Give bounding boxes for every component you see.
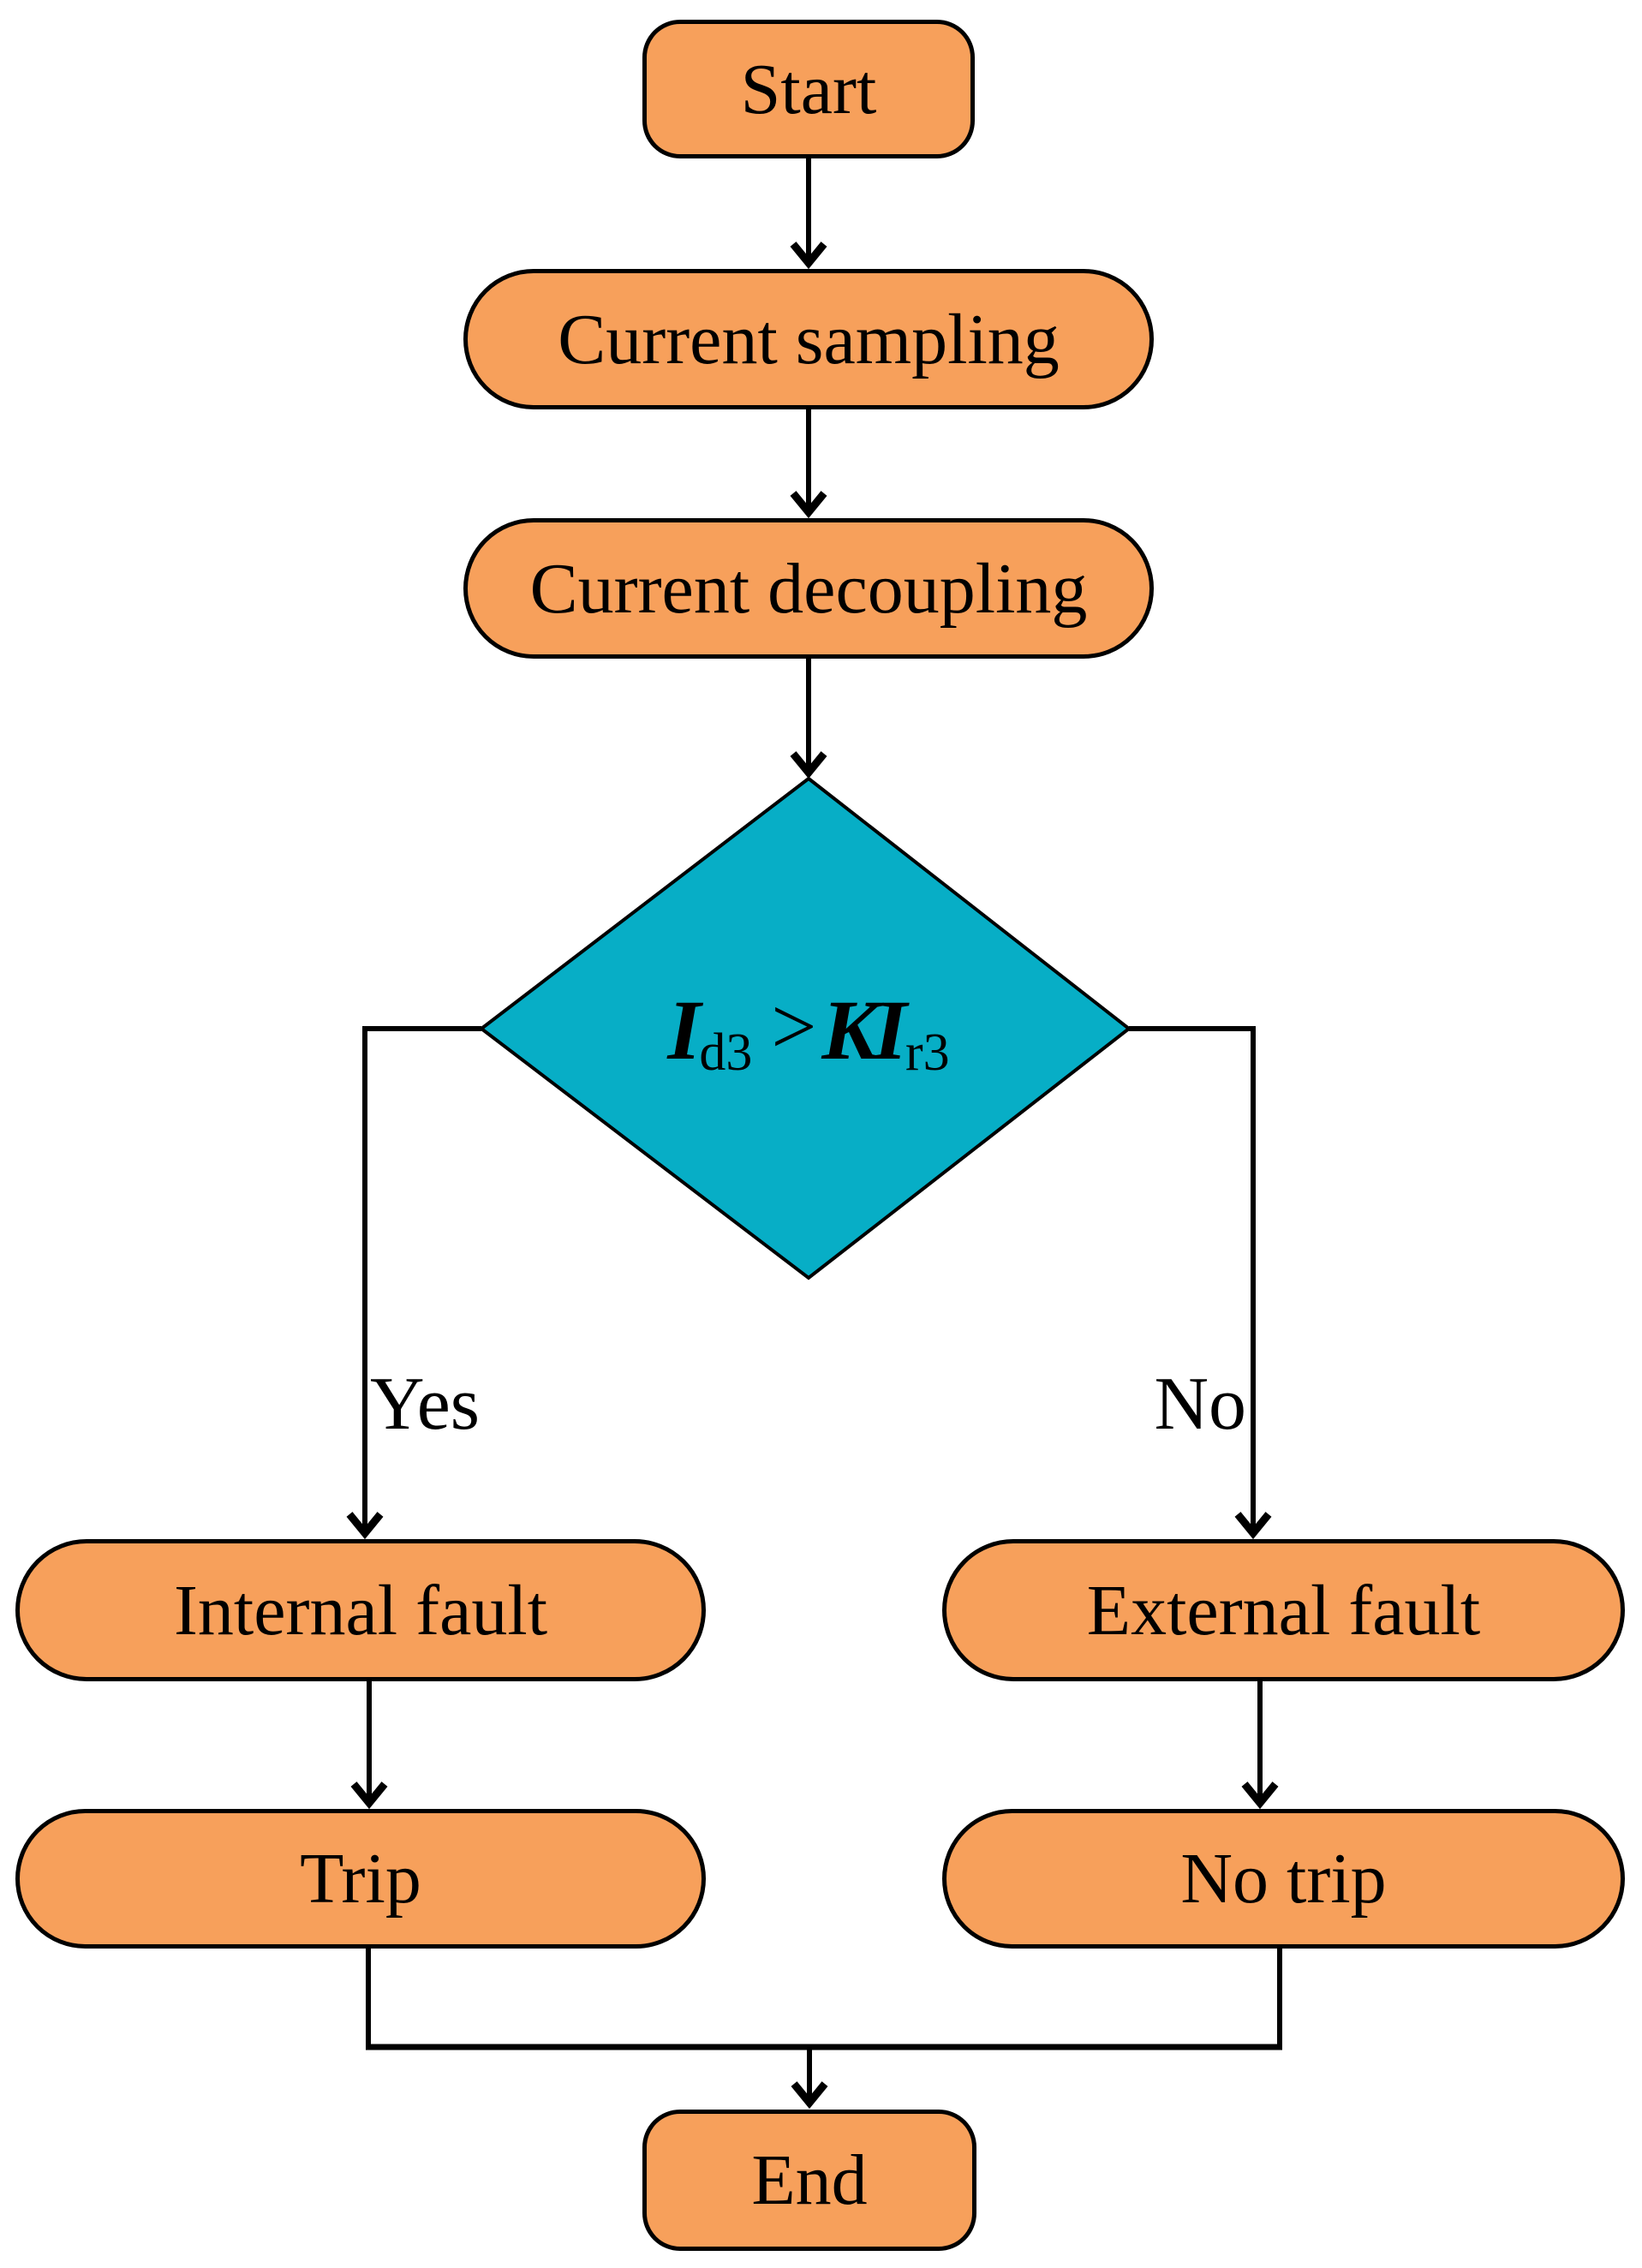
node-start: Start	[642, 20, 975, 158]
edge-label-yes: Yes	[370, 1363, 481, 1446]
edge-decision-no-to-external-fault	[1129, 1026, 1272, 1540]
decision-diamond-shape	[478, 776, 1132, 1280]
node-internal-fault-label: Internal fault	[173, 1570, 548, 1650]
node-current-decoupling-label: Current decoupling	[529, 548, 1088, 629]
formula-greater-than-operator: >	[771, 982, 817, 1071]
node-start-label: Start	[740, 49, 877, 129]
node-external-fault-label: External fault	[1086, 1570, 1481, 1650]
node-current-decoupling: Current decoupling	[463, 518, 1154, 659]
formula-restraint-current-symbol: I	[874, 982, 907, 1077]
formula-restraint-coefficient-symbol: K	[821, 982, 879, 1077]
node-current-sampling-label: Current sampling	[558, 299, 1060, 379]
node-trip-label: Trip	[300, 1839, 421, 1919]
node-external-fault: External fault	[942, 1539, 1625, 1681]
node-current-sampling: Current sampling	[463, 269, 1154, 409]
formula-restraint-current-subscript: r3	[905, 1024, 950, 1082]
formula-differential-current-symbol: I	[667, 982, 702, 1077]
edge-decision-yes-to-internal-fault	[346, 1026, 481, 1540]
node-no-trip: No trip	[942, 1809, 1625, 1949]
node-trip: Trip	[15, 1809, 706, 1949]
node-end-label: End	[751, 2140, 868, 2220]
node-internal-fault: Internal fault	[15, 1539, 706, 1681]
formula-differential-current-subscript: d3	[699, 1024, 753, 1082]
node-end: End	[642, 2110, 976, 2251]
node-no-trip-label: No trip	[1180, 1839, 1387, 1919]
edge-label-no: No	[1154, 1363, 1246, 1446]
